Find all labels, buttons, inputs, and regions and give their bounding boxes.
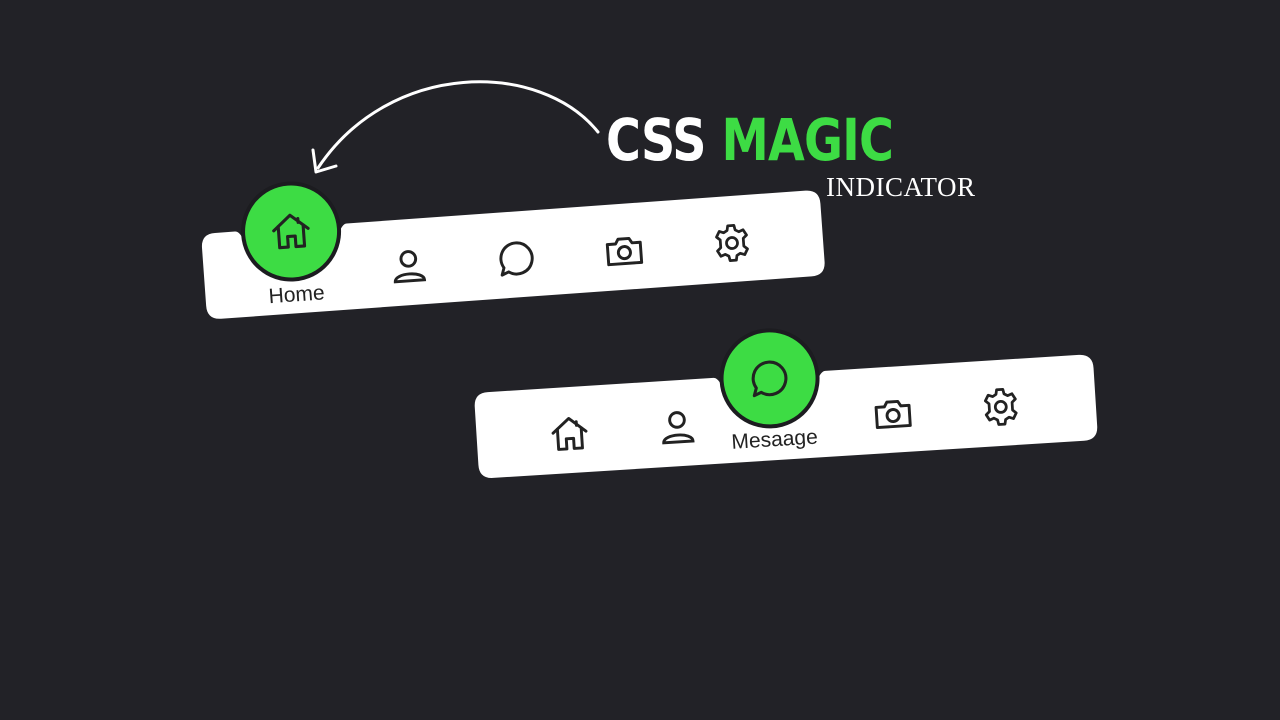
nav-item-settings[interactable] (705, 216, 758, 269)
nav-item-camera[interactable] (598, 224, 651, 277)
gear-icon (983, 387, 1018, 426)
nav-item-profile[interactable] (651, 401, 704, 454)
page-subtitle: INDICATOR (826, 172, 976, 202)
nav-item-profile[interactable] (382, 239, 435, 292)
nav-item-home[interactable] (543, 408, 596, 461)
camera-icon (605, 236, 644, 267)
home-icon (272, 213, 310, 250)
user-icon (393, 250, 427, 284)
title-css-word: CSS (606, 106, 707, 174)
home-icon (551, 417, 588, 451)
nav-bar-background (201, 190, 825, 319)
nav-bar-background (474, 354, 1098, 478)
nav-item-camera[interactable] (866, 387, 919, 440)
message-icon (499, 241, 534, 277)
page-title: CSS MAGIC (606, 106, 894, 174)
nav-bar-message-active: Mesaage (473, 329, 1098, 479)
title-magic-word: MAGIC (721, 106, 894, 174)
active-indicator-bubble[interactable] (720, 329, 819, 428)
active-indicator-bubble[interactable] (241, 182, 341, 281)
camera-icon (874, 399, 912, 430)
message-icon (751, 360, 788, 398)
nav-bar-home-active: Home (200, 176, 826, 320)
active-item-label: Home (267, 281, 326, 309)
gear-icon (715, 224, 749, 262)
nav-item-settings[interactable] (974, 380, 1027, 433)
user-icon (662, 411, 695, 445)
nav-item-message[interactable] (490, 232, 543, 285)
heading: CSS MAGIC (606, 106, 956, 174)
